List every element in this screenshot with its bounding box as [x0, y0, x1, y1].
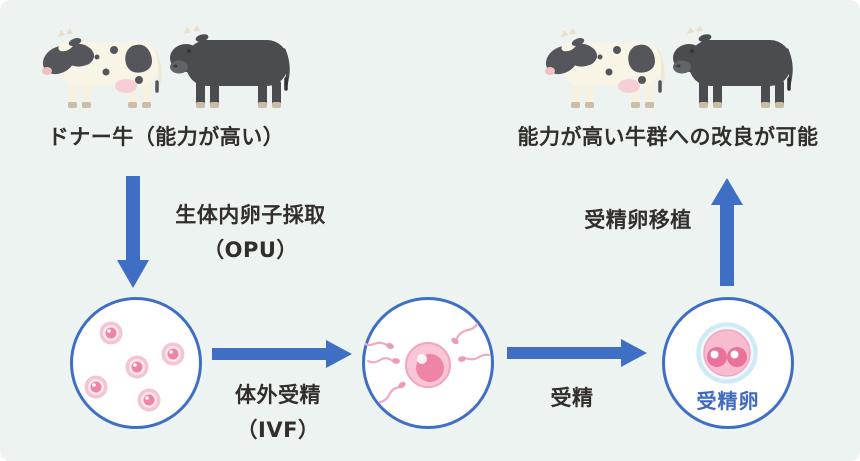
down-arrow-icon	[117, 176, 149, 288]
holstein-cow-icon	[545, 28, 665, 108]
up-arrow-icon	[711, 178, 743, 286]
opu-step-label: 生体内卵子採取 （OPU）	[175, 203, 326, 262]
transfer-step-label: 受精卵移植	[584, 208, 692, 232]
oocytes-icon	[84, 321, 185, 412]
egg-and-sperm-icon	[365, 322, 491, 404]
embryo-icon	[696, 322, 758, 384]
right-arrow-icon	[212, 340, 352, 368]
embryo-label: 受精卵	[696, 389, 760, 413]
fertilization-step-label: 受精	[550, 386, 594, 410]
ivf-step-label: 体外受精 （IVF）	[235, 383, 321, 442]
holstein-cow-icon	[42, 28, 162, 108]
donor-cows-label: ドナー牛（能力が高い）	[47, 125, 285, 149]
improved-herd-label: 能力が高い牛群への改良が可能	[517, 125, 819, 149]
fertilization-circle	[362, 297, 494, 429]
oocytes-circle	[70, 297, 202, 429]
right-arrow-icon	[507, 339, 647, 367]
black-cow-icon	[673, 25, 793, 108]
cow-pair-illustration	[545, 25, 793, 108]
black-cow-icon	[170, 25, 290, 108]
donor-cow-pair	[42, 24, 294, 116]
embryo-circle: 受精卵	[662, 297, 794, 429]
cow-pair-illustration	[42, 25, 290, 108]
improved-herd-cow-pair	[545, 24, 797, 116]
